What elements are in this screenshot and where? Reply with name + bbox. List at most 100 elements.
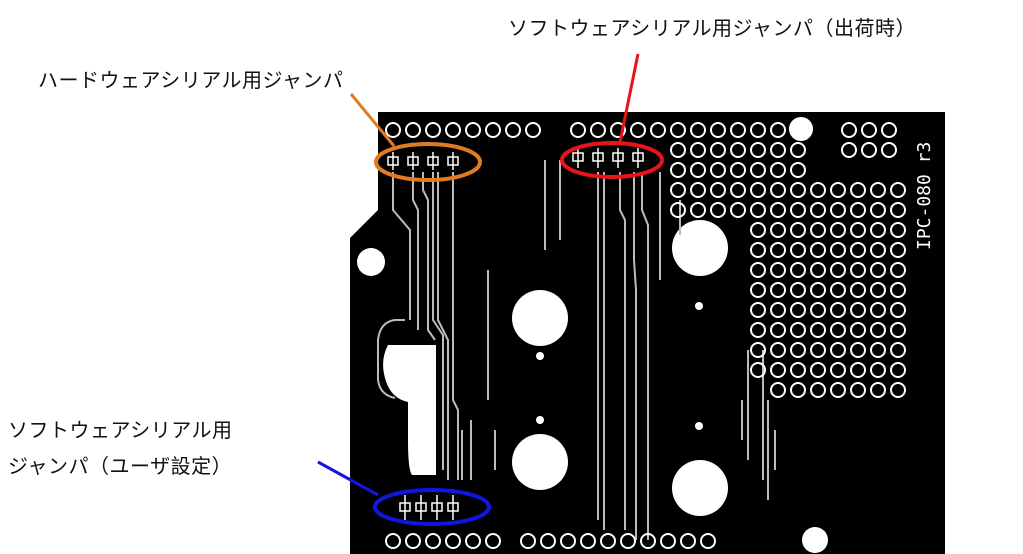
proto-hole: [750, 362, 766, 378]
proto-hole: [850, 322, 866, 338]
proto-hole: [710, 162, 726, 178]
proto-hole: [810, 182, 826, 198]
proto-hole: [770, 202, 786, 218]
proto-hole: [830, 342, 846, 358]
proto-hole: [730, 142, 746, 158]
proto-hole: [870, 322, 886, 338]
proto-hole: [810, 222, 826, 238]
proto-hole: [830, 382, 846, 398]
prototyping-hole-grid: [670, 142, 906, 398]
proto-hole: [750, 262, 766, 278]
software-serial-user-marker: [373, 488, 491, 526]
proto-hole: [690, 182, 706, 198]
proto-hole: [890, 242, 906, 258]
proto-hole: [890, 302, 906, 318]
proto-hole: [710, 202, 726, 218]
proto-hole: [730, 202, 746, 218]
proto-hole: [790, 162, 806, 178]
proto-hole: [690, 202, 706, 218]
software-serial-user-label-line2: ジャンパ（ユーザ設定）: [8, 454, 233, 478]
mounting-holes: [357, 117, 828, 553]
proto-hole: [850, 202, 866, 218]
header-pins-top-left: [385, 122, 541, 138]
proto-hole: [750, 202, 766, 218]
header-pins-bottom: [385, 533, 716, 549]
proto-hole: [790, 222, 806, 238]
proto-hole: [870, 242, 886, 258]
proto-hole: [890, 282, 906, 298]
proto-hole: [710, 182, 726, 198]
proto-hole: [850, 342, 866, 358]
proto-hole: [870, 342, 886, 358]
proto-hole: [890, 202, 906, 218]
proto-hole: [790, 302, 806, 318]
header-pins-icsp: [841, 122, 897, 158]
hardware-serial-marker: [374, 142, 482, 182]
proto-hole: [770, 242, 786, 258]
software-serial-default-pointer: [618, 53, 640, 143]
proto-hole: [830, 322, 846, 338]
proto-hole: [770, 162, 786, 178]
jumper-pads-hardware: [387, 152, 459, 170]
proto-hole: [830, 362, 846, 378]
board-silkscreen: IPC-080 r3: [914, 142, 935, 250]
proto-hole: [870, 202, 886, 218]
proto-hole: [810, 202, 826, 218]
proto-hole: [770, 142, 786, 158]
proto-hole: [770, 322, 786, 338]
proto-hole: [850, 302, 866, 318]
proto-hole: [850, 262, 866, 278]
proto-hole: [810, 302, 826, 318]
proto-hole: [690, 162, 706, 178]
proto-hole: [850, 282, 866, 298]
proto-hole: [830, 182, 846, 198]
proto-hole: [870, 282, 886, 298]
proto-hole: [670, 162, 686, 178]
proto-hole: [770, 222, 786, 238]
proto-hole: [750, 242, 766, 258]
proto-hole: [850, 382, 866, 398]
proto-hole: [790, 362, 806, 378]
proto-hole: [850, 222, 866, 238]
proto-hole: [790, 282, 806, 298]
proto-hole: [750, 182, 766, 198]
proto-hole: [750, 342, 766, 358]
proto-hole: [870, 222, 886, 238]
proto-hole: [750, 322, 766, 338]
hardware-serial-pointer: [349, 93, 396, 147]
proto-hole: [890, 262, 906, 278]
proto-hole: [670, 202, 686, 218]
proto-hole: [870, 262, 886, 278]
proto-hole: [830, 302, 846, 318]
proto-hole: [810, 242, 826, 258]
proto-hole: [870, 362, 886, 378]
proto-hole: [830, 282, 846, 298]
proto-hole: [890, 182, 906, 198]
proto-hole: [670, 182, 686, 198]
proto-hole: [790, 182, 806, 198]
hardware-serial-label: ハードウェアシリアル用ジャンパ: [38, 68, 344, 92]
proto-hole: [830, 242, 846, 258]
proto-hole: [890, 362, 906, 378]
proto-hole: [770, 382, 786, 398]
proto-hole: [830, 202, 846, 218]
proto-hole: [770, 342, 786, 358]
proto-hole: [790, 242, 806, 258]
proto-hole: [750, 302, 766, 318]
proto-hole: [790, 382, 806, 398]
proto-hole: [670, 142, 686, 158]
traces: [377, 160, 776, 540]
proto-hole: [890, 342, 906, 358]
software-serial-default-marker: [560, 141, 664, 179]
proto-hole: [790, 342, 806, 358]
proto-hole: [830, 262, 846, 278]
proto-hole: [770, 182, 786, 198]
proto-hole: [870, 302, 886, 318]
proto-hole: [730, 162, 746, 178]
proto-hole: [770, 362, 786, 378]
proto-hole: [710, 142, 726, 158]
proto-hole: [770, 262, 786, 278]
proto-hole: [890, 222, 906, 238]
proto-hole: [790, 142, 806, 158]
proto-hole: [890, 382, 906, 398]
